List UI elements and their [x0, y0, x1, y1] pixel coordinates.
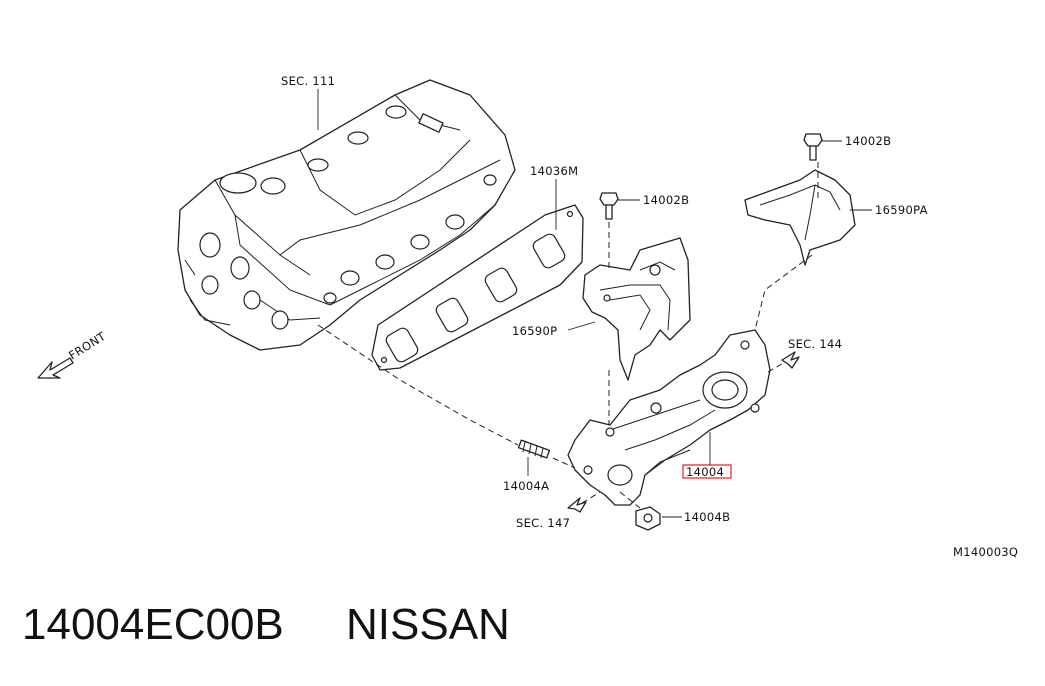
- cylinder-head: [177, 79, 516, 351]
- label-14004b: 14004B: [684, 510, 730, 524]
- arrow-sec-144: [781, 351, 800, 369]
- front-arrow: [37, 357, 74, 379]
- manifold-gasket: [371, 204, 584, 371]
- stud-14004a: [517, 439, 551, 459]
- arrow-sec-147: [567, 497, 587, 513]
- highlight-box-14004: [682, 464, 732, 479]
- label-14036m: 14036M: [530, 164, 578, 178]
- label-sec-111: SEC. 111: [281, 74, 335, 88]
- label-sec-144: SEC. 144: [788, 337, 842, 351]
- label-front: FRONT: [66, 329, 109, 363]
- label-14002b-upper: 14002B: [845, 134, 891, 148]
- bolt-14002b-lower: [599, 192, 619, 220]
- label-14004: 14004: [686, 465, 724, 479]
- diagram-code: M140003Q: [953, 545, 1018, 559]
- label-16590pa: 16590PA: [875, 203, 928, 217]
- label-16590p: 16590P: [512, 324, 557, 338]
- nut-14004b: [635, 506, 661, 531]
- exhaust-manifold: [567, 329, 771, 506]
- label-14004a: 14004A: [503, 479, 549, 493]
- heat-shield-upper: [744, 169, 856, 266]
- label-14002b-lower: 14002B: [643, 193, 689, 207]
- heat-shield-lower: [582, 237, 691, 381]
- leader-16590p: [567, 321, 596, 331]
- bolt-14002b-upper: [803, 133, 823, 161]
- label-sec-147: SEC. 147: [516, 516, 570, 530]
- brand-name: NISSAN: [346, 600, 510, 649]
- part-number: 14004EC00B: [22, 600, 284, 649]
